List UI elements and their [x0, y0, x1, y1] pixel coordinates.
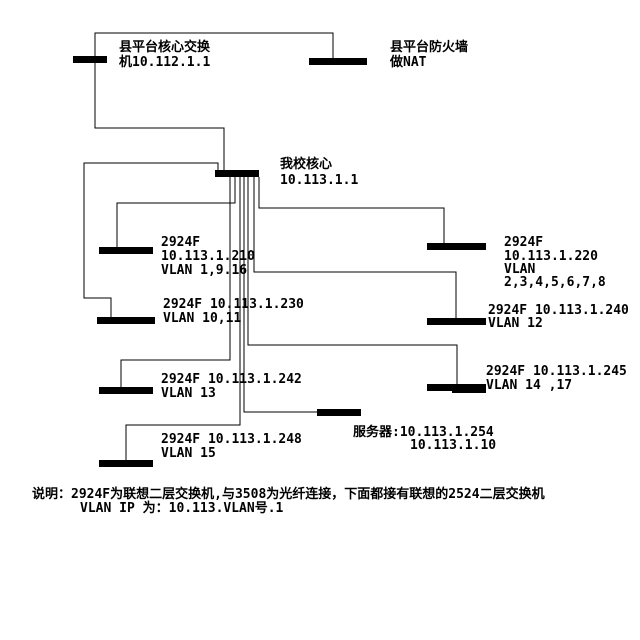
link-school-core-to-switch-240: [253, 177, 457, 319]
switch-220-label-3: VLAN: [504, 262, 535, 277]
links: [83, 32, 458, 461]
link-county-core-to-school-core: [94, 59, 225, 171]
link-school-core-to-switch-210: [116, 177, 236, 248]
server-label-2: 10.113.1.10: [410, 438, 496, 453]
switch-210-label-2: 10.113.1.210: [161, 249, 255, 264]
county-core-switch-bar: [73, 56, 107, 63]
switch-210-label-1: 2924F: [161, 235, 200, 250]
switch-248-bar: [99, 460, 153, 467]
county-firewall-label-1: 县平台防火墙: [390, 39, 468, 55]
school-core-switch-bar: [215, 170, 259, 177]
link-school-core-to-switch-242: [120, 177, 231, 388]
note-line-1: 说明：2924F为联想二层交换机,与3508为光纤连接，下面都接有联想的2524…: [32, 486, 545, 502]
link-school-core-to-switch-230: [83, 162, 219, 318]
switch-220-label-4: 2,3,4,5,6,7,8: [504, 275, 606, 290]
switch-242-label-1: 2924F 10.113.1.242: [161, 372, 302, 387]
switch-242-bar: [99, 387, 153, 394]
switch-240-label-2: VLAN 12: [488, 316, 543, 331]
school-core-label-2: 10.113.1.1: [280, 173, 358, 188]
link-school-core-to-switch-220: [258, 177, 445, 244]
switch-220-label-2: 10.113.1.220: [504, 249, 598, 264]
labels: 县平台核心交换 机10.112.1.1 县平台防火墙 做NAT 我校核心 10.…: [32, 39, 629, 516]
switch-245-label-2: VLAN 14 ,17: [486, 378, 572, 393]
link-school-core-to-server: [243, 177, 318, 413]
switch-230-label-2: VLAN 10,11: [163, 311, 241, 326]
link-county-core-to-firewall: [94, 32, 334, 61]
school-core-label-1: 我校核心: [280, 156, 332, 172]
switch-230-bar: [97, 317, 155, 324]
switch-210-bar: [99, 247, 153, 254]
switch-242-label-2: VLAN 13: [161, 386, 216, 401]
switch-245-label-1: 2924F 10.113.1.245: [486, 364, 627, 379]
devices: [73, 56, 486, 467]
county-core-label-1: 县平台核心交换: [119, 39, 211, 55]
switch-248-label-1: 2924F 10.113.1.248: [161, 432, 302, 447]
county-firewall-bar: [309, 58, 367, 65]
county-core-label-2: 机10.112.1.1: [119, 54, 210, 70]
switch-210-label-3: VLAN 1,9.16: [161, 263, 247, 278]
switch-240-bar: [427, 318, 486, 325]
switch-220-label-1: 2924F: [504, 235, 543, 250]
server-bar: [317, 409, 361, 416]
switch-245-bar-overlap: [452, 386, 486, 393]
switch-240-label-1: 2924F 10.113.1.240: [488, 303, 629, 318]
switch-220-bar: [427, 243, 486, 250]
link-school-core-to-switch-245: [247, 177, 458, 385]
note-line-2: VLAN IP 为：10.113.VLAN号.1: [80, 500, 284, 516]
server-label-1: 服务器:10.113.1.254: [353, 424, 494, 440]
link-school-core-to-switch-248: [125, 177, 241, 461]
switch-248-label-2: VLAN 15: [161, 446, 216, 461]
county-firewall-label-2: 做NAT: [389, 54, 427, 70]
switch-230-label-1: 2924F 10.113.1.230: [163, 297, 304, 312]
